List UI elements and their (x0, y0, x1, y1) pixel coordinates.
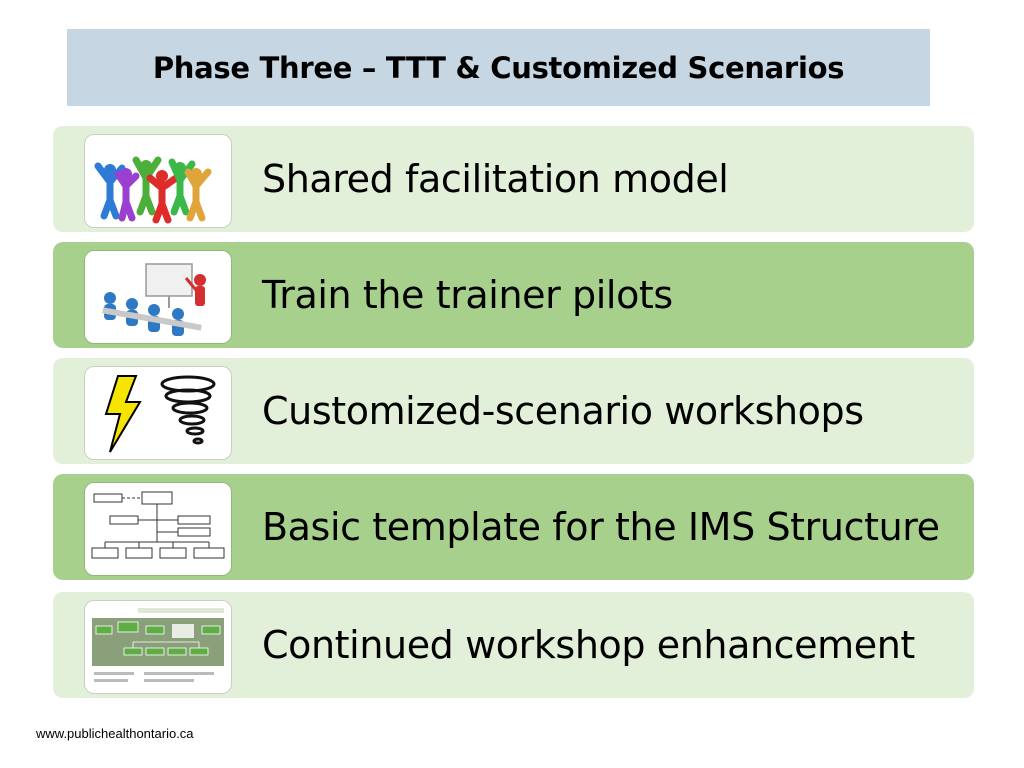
classroom-presentation-icon (85, 251, 231, 343)
item-label-ims-template: Basic template for the IMS Structure (262, 505, 940, 549)
workshop-diagram-icon (85, 601, 231, 693)
item-label-train-the-trainer: Train the trainer pilots (262, 273, 673, 317)
org-chart-icon (85, 483, 231, 575)
footer-url: www.publichealthontario.ca (36, 726, 194, 741)
list-item-ims-template: Basic template for the IMS Structure (53, 474, 974, 580)
title-banner: Phase Three – TTT & Customized Scenarios (67, 29, 930, 106)
slide-title: Phase Three – TTT & Customized Scenarios (152, 50, 845, 85)
item-label-customized-scenario: Customized-scenario workshops (262, 389, 864, 433)
team-people-icon (85, 135, 231, 227)
lightning-tornado-icon (85, 367, 231, 459)
list-item-shared-facilitation: Shared facilitation model (53, 126, 974, 232)
item-label-workshop-enhancement: Continued workshop enhancement (262, 623, 915, 667)
list-item-train-the-trainer: Train the trainer pilots (53, 242, 974, 348)
list-item-workshop-enhancement: Continued workshop enhancement (53, 592, 974, 698)
item-label-shared-facilitation: Shared facilitation model (262, 157, 729, 201)
list-item-customized-scenario: Customized-scenario workshops (53, 358, 974, 464)
